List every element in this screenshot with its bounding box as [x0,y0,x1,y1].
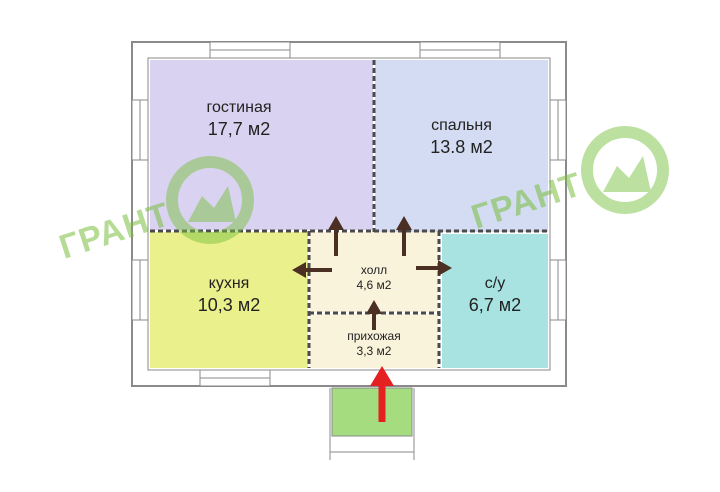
room-name: гостиная [206,99,272,116]
room-bedroom [375,60,548,232]
room-label-living: гостиная 17,7 м2 [150,98,328,141]
room-label-entry: прихожая 3,3 м2 [310,329,438,359]
flow-arrows [292,216,452,330]
room-name: с/у [484,275,506,292]
porch [331,387,413,437]
room-area: 4,6 м2 [356,278,392,292]
watermark-badge-right [581,126,669,214]
room-living [150,60,373,230]
room-name: холл [360,263,388,277]
room-area: 10,3 м2 [197,295,261,315]
room-label-hall: холл 4,6 м2 [310,263,438,293]
room-label-bath: с/у 6,7 м2 [442,274,548,317]
room-bath [442,234,548,368]
room-area: 13.8 м2 [430,137,493,157]
room-area: 3,3 м2 [356,344,392,358]
room-name: прихожая [347,329,401,343]
room-kitchen [150,232,308,368]
room-label-bedroom: спальня 13.8 м2 [375,116,548,159]
room-area: 6,7 м2 [468,295,522,315]
entry-arrow [370,366,394,422]
watermark-badge-left [166,156,254,244]
room-area: 17,7 м2 [207,119,271,139]
room-label-kitchen: кухня 10,3 м2 [150,274,308,317]
windows [131,41,567,387]
room-name: кухня [208,275,250,292]
room-name: спальня [431,117,492,134]
